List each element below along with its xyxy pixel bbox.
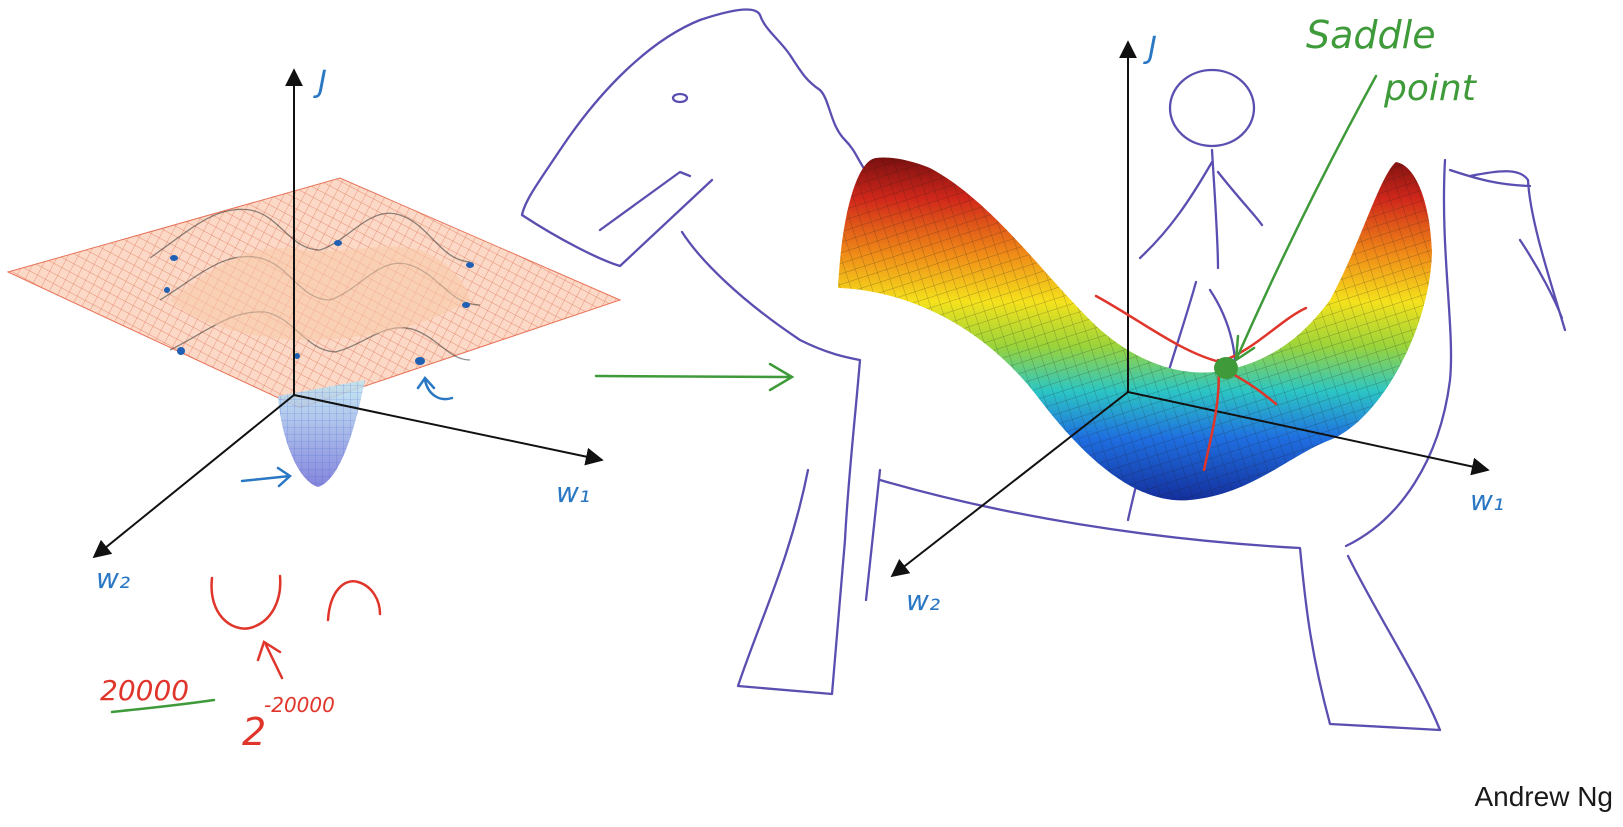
rider-head — [1168, 68, 1256, 148]
local-minima-markers — [164, 240, 474, 365]
right-surface-plot: J w₁ w₂ Saddle point — [838, 13, 1504, 617]
saddle-annotation-line1: Saddle — [1306, 13, 1436, 57]
local-minimum-dot — [334, 240, 342, 246]
horse-mane — [698, 8, 867, 172]
right-w1-axis — [1127, 391, 1490, 476]
saddle-point-marker — [1214, 357, 1238, 379]
dimension-underline — [110, 698, 216, 714]
horse-sketch — [520, 8, 1567, 732]
saddle-annotation-line2: point — [1383, 68, 1478, 109]
curvature-sketches — [210, 574, 382, 680]
convex-cup-sketch — [210, 574, 282, 630]
right-w2-axis — [890, 391, 1129, 578]
horse-eye — [671, 92, 689, 104]
left-j-axis-label: J — [313, 65, 327, 100]
horse-mouth — [598, 170, 692, 232]
right-w1-axis-label: w₁ — [1470, 484, 1504, 517]
concave-cap-sketch — [326, 580, 382, 622]
dimension-count: 20000 — [100, 674, 189, 707]
saddle-point-pointer — [1234, 74, 1378, 362]
right-w2-axis-label: w₂ — [906, 584, 940, 617]
local-minimum-dot — [170, 255, 178, 261]
left-well-mesh — [278, 380, 365, 487]
transition-arrow — [594, 362, 795, 392]
left-w2-axis — [92, 394, 295, 559]
left-surface-plot: J w₁ w₂ — [6, 65, 622, 595]
local-minimum-dot — [466, 262, 474, 268]
horse-belly — [878, 478, 1442, 732]
local-minimum-dot — [294, 353, 300, 359]
local-minimum-dot — [164, 287, 170, 293]
author-credit: Andrew Ng — [1474, 781, 1613, 812]
probability-base: 2 — [242, 710, 266, 754]
horse-back — [1344, 158, 1453, 548]
left-w1-axis-label: w₁ — [556, 476, 590, 509]
up-arrow-sketch — [256, 640, 284, 680]
hand-arrow-to-local-minimum — [416, 375, 454, 401]
local-minimum-dot — [177, 347, 185, 355]
left-bump-shading — [170, 246, 470, 340]
horse-head — [520, 18, 714, 268]
right-j-axis-label: J — [1143, 31, 1157, 66]
left-w2-axis-label: w₂ — [96, 562, 130, 595]
horse-front-leg — [864, 468, 882, 602]
local-minimum-dot — [415, 357, 425, 365]
horse-tail — [1448, 168, 1567, 332]
horse-neck — [680, 230, 862, 696]
left-w1-axis — [293, 394, 604, 466]
rider-torso — [1138, 148, 1264, 270]
local-minimum-dot — [462, 302, 470, 308]
saddle-mesh — [838, 157, 1432, 501]
hand-arrow-to-well — [240, 466, 293, 488]
probability-exponent: -20000 — [264, 693, 335, 717]
